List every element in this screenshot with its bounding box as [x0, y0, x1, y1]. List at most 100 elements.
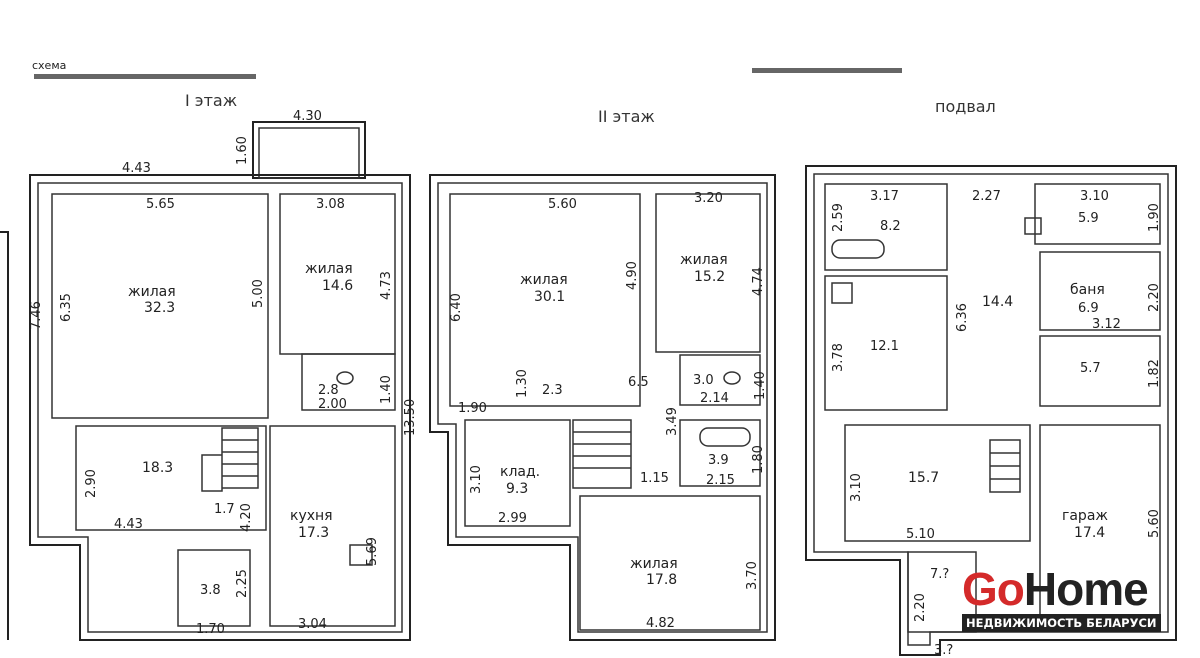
room-area: 30.1	[534, 289, 565, 305]
room-area: 3.9	[708, 453, 729, 468]
basement-title: подвал	[935, 97, 996, 116]
floor2-labels: жилая 30.1 жилая 15.2 2.3 6.5 3.0 клад. …	[449, 191, 768, 631]
room-area: 5.9	[1078, 211, 1099, 226]
dimension: 4.20	[239, 503, 254, 532]
room-area: 14.4	[982, 294, 1013, 310]
dimension: 3.08	[316, 197, 345, 212]
room-area: 2.3	[542, 383, 563, 398]
dimension: 3.10	[1080, 189, 1109, 204]
dimension: 3.17	[870, 189, 899, 204]
dimension: 2.14	[700, 391, 729, 406]
room-label: жилая	[630, 556, 678, 572]
room-area: 6.9	[1078, 301, 1099, 316]
dimension: 6.35	[59, 293, 74, 322]
room-label: жилая	[305, 261, 353, 277]
dimension: 5.60	[1147, 509, 1162, 538]
adjacent-plan-fragment	[0, 231, 9, 640]
dimension: 4.74	[751, 267, 766, 296]
room-area: 18.3	[142, 460, 173, 476]
room-area: 12.1	[870, 339, 899, 354]
room-area: 9.3	[506, 481, 528, 497]
dimension: 3.?	[934, 643, 953, 658]
floor1-title: I этаж	[185, 91, 237, 110]
room-label: гараж	[1062, 508, 1108, 524]
room-area: 2.8	[318, 383, 339, 398]
dimension: 4.90	[625, 261, 640, 290]
room-area: 6.5	[628, 375, 649, 390]
room-area: 17.8	[646, 572, 677, 588]
dimension: 7.46	[29, 301, 44, 330]
dimension: 2.59	[831, 203, 846, 232]
room-area: 3.0	[693, 373, 714, 388]
header-stamp-left: схема	[32, 59, 256, 79]
dimension: 1.90	[1147, 203, 1162, 232]
dimension: 3.10	[849, 473, 864, 502]
dimension: 6.36	[955, 303, 970, 332]
dimension: 2.25	[235, 569, 250, 598]
dimension: 2.00	[318, 397, 347, 412]
dimension: 4.43	[122, 161, 151, 176]
dimension: 4.30	[293, 109, 322, 124]
floor2-plan	[429, 174, 776, 641]
room-label: жилая	[128, 284, 176, 300]
room-area: 14.6	[322, 278, 353, 294]
floor2-title: II этаж	[598, 107, 655, 126]
scheme-label: схема	[32, 59, 66, 72]
room-label: кухня	[290, 508, 333, 524]
header-stamp-right	[752, 68, 902, 73]
room-label: жилая	[520, 272, 568, 288]
dimension: 1.90	[458, 401, 487, 416]
dimension: 1.82	[1147, 359, 1162, 388]
dimension: 1.15	[640, 471, 669, 486]
floor1-plan	[29, 121, 411, 641]
floor1-labels: жилая 32.3 жилая 14.6 2.8 18.3 1.7 кухня…	[29, 109, 418, 637]
room-area: 15.2	[694, 269, 725, 285]
dimension: 6.40	[449, 293, 464, 322]
dimension: 3.10	[469, 465, 484, 494]
dimension: 3.49	[665, 407, 680, 436]
room-area: 15.7	[908, 470, 939, 486]
dimension: 3.78	[831, 343, 846, 372]
room-area: 17.3	[298, 525, 329, 541]
room-label: жилая	[680, 252, 728, 268]
dimension: 1.30	[515, 369, 530, 398]
dimension: 1.80	[751, 445, 766, 474]
basement-labels: 8.2 5.9 14.4 баня 6.9 12.1 5.7 15.7 гара…	[831, 189, 1162, 658]
logo-home: Home	[1023, 563, 1149, 615]
dimension: 2.90	[84, 469, 99, 498]
dimension: 4.73	[379, 271, 394, 300]
room-label: клад.	[500, 464, 540, 480]
room-area: 1.7	[214, 502, 235, 517]
dimension: 5.65	[146, 197, 175, 212]
dimension: 2.15	[706, 473, 735, 488]
dimension: 2.27	[972, 189, 1001, 204]
dimension: 5.60	[548, 197, 577, 212]
dimension: 2.99	[498, 511, 527, 526]
dimension: 1.60	[235, 136, 250, 165]
basement-plan	[805, 165, 1177, 656]
room-label: баня	[1070, 282, 1105, 298]
dimension: 3.20	[694, 191, 723, 206]
logo-subtitle: НЕДВИЖИМОСТЬ БЕЛАРУСИ	[962, 614, 1161, 632]
dimension: 4.82	[646, 616, 675, 631]
dimension: 3.70	[745, 561, 760, 590]
gohome-logo: GoHome НЕДВИЖИМОСТЬ БЕЛАРУСИ	[962, 563, 1161, 632]
room-area: 8.2	[880, 219, 901, 234]
dimension: 1.40	[379, 375, 394, 404]
dimension: 2.20	[1147, 283, 1162, 312]
dimension: 5.69	[365, 537, 380, 566]
dimension: 4.43	[114, 517, 143, 532]
dimension: 1.40	[753, 371, 768, 400]
room-area: 3.8	[200, 583, 221, 598]
dimension: 3.04	[298, 617, 327, 632]
dimension: 3.12	[1092, 317, 1121, 332]
room-area: 17.4	[1074, 525, 1105, 541]
dimension: 2.20	[913, 593, 928, 622]
room-area: 7.?	[930, 567, 949, 582]
dimension: 13.50	[403, 399, 418, 436]
room-area: 32.3	[144, 300, 175, 316]
room-area: 5.7	[1080, 361, 1101, 376]
dimension: 1.70	[196, 622, 225, 637]
dimension: 5.00	[251, 279, 266, 308]
